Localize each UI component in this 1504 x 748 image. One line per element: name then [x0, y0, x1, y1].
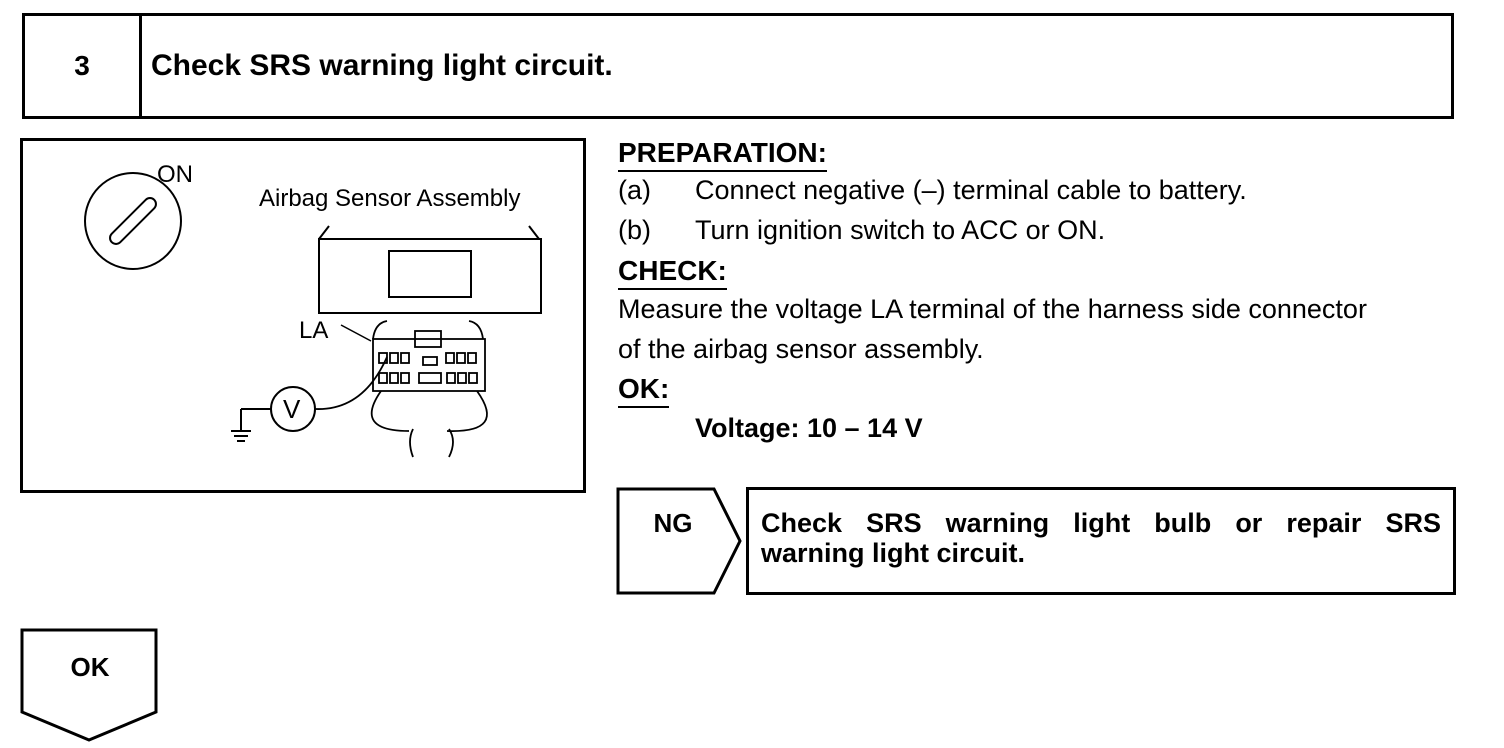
la-leader-line [340, 324, 372, 342]
preparation-item-a: (a) Connect negative (–) terminal cable … [618, 175, 1247, 205]
preparation-item-b: (b) Turn ignition switch to ACC or ON. [618, 215, 1106, 245]
check-heading: CHECK: [618, 255, 727, 290]
label-airbag-sensor-assembly: Airbag Sensor Assembly [259, 185, 521, 212]
ok-spec-heading: OK: [618, 373, 670, 408]
ignition-switch-icon [84, 172, 182, 270]
ng-label: NG [653, 508, 693, 538]
ok-arrow [20, 628, 158, 742]
ng-action-line-1: Check SRS warning light bulb or repair S… [761, 508, 1441, 538]
check-line-1: Measure the voltage LA terminal of the h… [618, 294, 1367, 324]
wiring-figure: ON Airbag Sensor Assembly LA V [20, 138, 586, 493]
voltage-spec: Voltage: 10 – 14 V [695, 413, 923, 443]
wiring-illustration [84, 172, 542, 458]
step-number: 3 [25, 16, 142, 116]
voltmeter-icon [240, 386, 316, 432]
probe-lead [314, 356, 388, 410]
check-line-2: of the airbag sensor assembly. [618, 334, 984, 364]
ok-label: OK [70, 652, 110, 682]
connector-shape [370, 320, 488, 458]
ground-icon [231, 430, 251, 442]
label-on: ON [157, 161, 193, 188]
label-voltmeter: V [283, 394, 301, 424]
step-title: Check SRS warning light circuit. [151, 49, 613, 82]
airbag-sensor-assembly-shape [318, 225, 542, 314]
ng-action-line-2: warning light circuit. [761, 538, 1026, 568]
preparation-heading: PREPARATION: [618, 137, 827, 172]
ng-action-box: Check SRS warning light bulb or repair S… [746, 487, 1456, 595]
step-header: 3 Check SRS warning light circuit. [22, 13, 1454, 119]
label-la-terminal: LA [299, 317, 329, 344]
ng-arrow [616, 487, 742, 595]
